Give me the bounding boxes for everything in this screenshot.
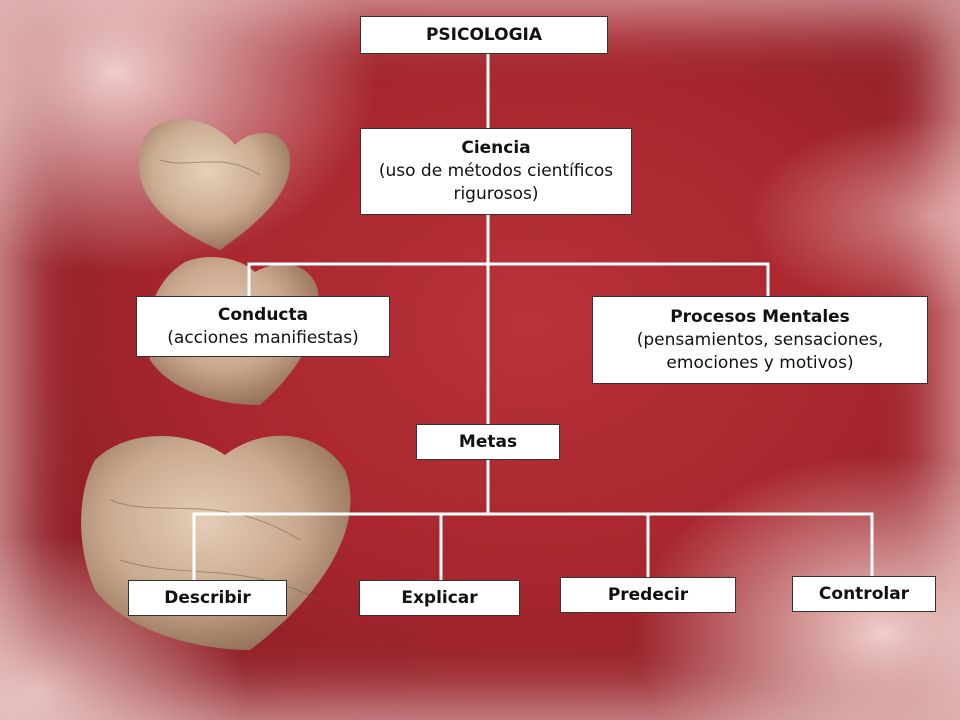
node-psicologia-label: PSICOLOGIA [425,24,543,45]
node-controlar: Controlar [792,576,936,612]
node-procesos-mentales: Procesos Mentales (pensamientos, sensaci… [592,296,928,384]
node-explicar-label: Explicar [401,587,478,608]
node-ciencia-subtitle: (uso de métodos científicos rigurosos) [378,161,614,204]
node-conducta: Conducta (acciones manifiestas) [136,296,390,357]
node-conducta-title: Conducta [217,304,309,325]
connector-goals-branches [192,512,874,580]
node-explicar: Explicar [359,580,520,616]
node-procesos-mentales-title: Procesos Mentales [670,306,850,327]
node-predecir: Predecir [560,577,736,613]
node-ciencia: Ciencia (uso de métodos científicos rigu… [360,128,632,215]
node-describir-label: Describir [164,587,251,608]
node-ciencia-title: Ciencia [461,138,531,158]
node-procesos-mentales-subtitle: (pensamientos, sensaciones, emociones y … [636,329,884,373]
node-metas: Metas [416,424,560,460]
node-conducta-subtitle: (acciones manifiestas) [167,327,359,348]
node-predecir-label: Predecir [607,584,689,605]
connector-science-branches [247,262,770,296]
stone-heart-top [138,119,291,250]
node-metas-label: Metas [458,431,518,452]
node-describir: Describir [128,580,287,616]
node-psicologia: PSICOLOGIA [360,16,608,54]
node-controlar-label: Controlar [818,583,910,604]
